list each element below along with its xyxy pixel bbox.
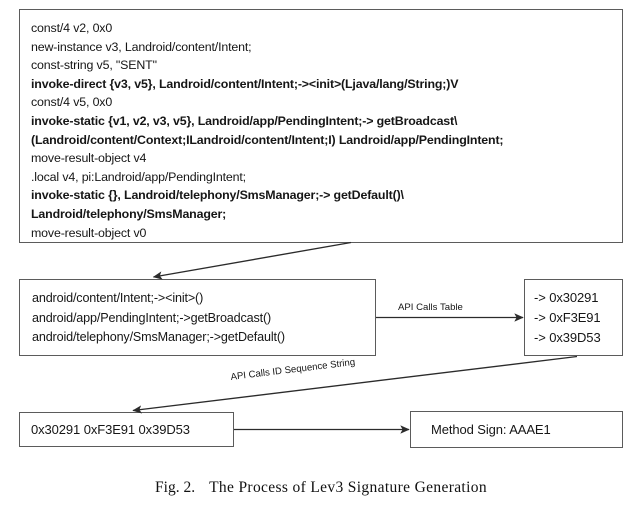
api-id-sequence-text: 0x30291 0xF3E91 0x39D53 (31, 422, 190, 437)
edge-label-api-calls-table: API Calls Table (398, 302, 463, 313)
code-line: Landroid/telephony/SmsManager; (31, 206, 227, 221)
figure-caption-title: The Process of Lev3 Signature Generation (209, 479, 487, 496)
code-line: (Landroid/content/Context;ILandroid/cont… (31, 132, 504, 147)
arrow-code-to-apilist (152, 241, 352, 280)
code-line: const/4 v2, 0x0 (31, 21, 113, 35)
figure-caption-number: Fig. 2. (155, 479, 196, 496)
code-line: const/4 v5, 0x0 (31, 95, 113, 110)
api-call-line: android/content/Intent;-><init>() (32, 291, 204, 305)
code-line: new-instance v3, Landroid/content/Intent… (31, 39, 252, 54)
api-ids-box: -> 0x30291 -> 0xF3E91 -> 0x39D53 (524, 279, 623, 356)
api-calls-box: android/content/Intent;-><init>() androi… (19, 279, 376, 356)
smali-code-box: const/4 v2, 0x0 new-instance v3, Landroi… (19, 9, 623, 243)
method-signature-box: Method Sign: AAAE1 (410, 411, 623, 448)
code-line: const-string v5, "SENT" (31, 58, 157, 73)
api-call-line: android/app/PendingIntent;->getBroadcast… (32, 310, 272, 325)
edge-label-api-calls-id-sequence-string: API Calls ID Sequence String (230, 356, 356, 383)
code-line: .local v4, pi:Landroid/app/PendingIntent… (31, 169, 246, 184)
code-line: invoke-static {}, Landroid/telephony/Sms… (31, 188, 404, 203)
api-id-line: -> 0xF3E91 (534, 310, 601, 325)
code-line: invoke-direct {v3, v5}, Landroid/content… (31, 76, 459, 91)
api-id-line: -> 0x39D53 (534, 330, 601, 345)
figure-caption: Fig. 2. The Process of Lev3 Signature Gen… (0, 479, 642, 497)
code-line: move-result-object v4 (31, 151, 147, 166)
api-id-sequence-box: 0x30291 0xF3E91 0x39D53 (19, 412, 234, 447)
api-id-line: -> 0x30291 (534, 290, 599, 305)
code-line: move-result-object v0 (31, 225, 147, 240)
method-signature-text: Method Sign: AAAE1 (431, 422, 551, 437)
code-line: invoke-static {v1, v2, v3, v5}, Landroid… (31, 113, 458, 128)
api-call-line: android/telephony/SmsManager;->getDefaul… (32, 330, 285, 344)
